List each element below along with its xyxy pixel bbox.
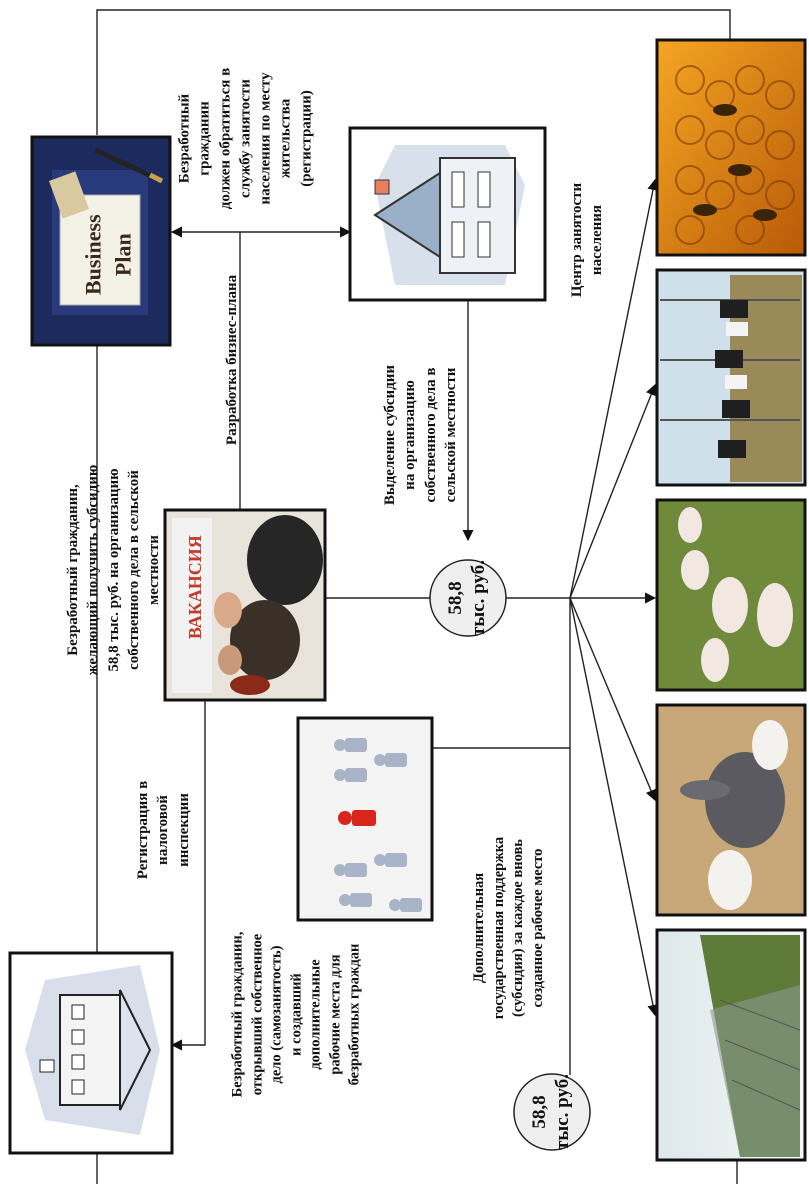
employment-center-label: Центр занятости населения [569,182,606,298]
employment-center-image [348,126,547,302]
photo-honeycomb [655,38,807,257]
tax-inspection-image [8,951,174,1155]
connectors [96,9,738,1184]
vacancy-photo [163,508,327,702]
teamwork-image [296,716,434,922]
photo-cows [655,268,807,487]
vacancy-image-text: ВАКАНСИЯ [184,535,205,640]
unemployed-applicant-text: Безработный гражданин, желающий получить… [65,464,162,676]
employment-center-desc: Безработный гражданин должен обратиться … [176,67,315,210]
subsidy-amount-second: 58,8 тыс. руб. [529,1074,573,1150]
subsidy-allocation-text: Выделение субсидии на организацию собств… [382,364,459,506]
photo-pigs [655,498,807,692]
business-plan-image-text: Business Plan [80,214,135,296]
photo-rabbits [655,703,807,917]
additional-support-text: Дополнительная государственная поддержка… [471,836,546,1020]
subsidy-amount-main: 58,8 тыс. руб. [445,560,489,636]
self-employed-text: Безработный гражданин, открывший собстве… [229,931,363,1098]
business-plan-label: Разработка бизнес-плана [224,274,240,446]
photo-greenhouse [655,928,807,1162]
tax-registration-text: Регистрация в налоговой инспекции [135,780,192,880]
subsidy-circle-main [429,559,507,637]
business-plan-image [30,135,172,347]
subsidy-circle-second [513,1073,591,1151]
